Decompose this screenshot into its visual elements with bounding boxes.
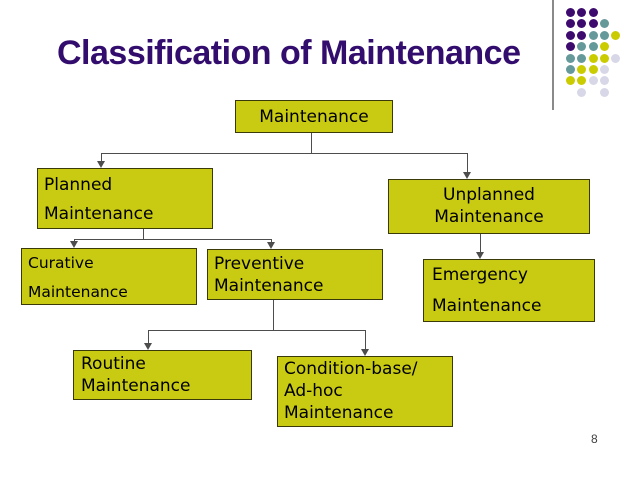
- node-preventive-maintenance: Preventive Maintenance: [207, 249, 383, 300]
- node-label: Emergency: [432, 265, 528, 285]
- decorative-dot: [566, 64, 575, 74]
- decorative-dot: [599, 19, 609, 29]
- node-label: Maintenance: [44, 204, 154, 224]
- decorative-dot: [577, 87, 587, 97]
- node-maintenance: Maintenance: [235, 100, 393, 133]
- separator-line: [552, 0, 554, 110]
- node-label: Planned: [44, 175, 113, 195]
- decorative-dot: [599, 76, 609, 86]
- connector-line: [74, 239, 272, 241]
- node-label: Maintenance: [81, 376, 191, 396]
- node-label: Routine: [81, 354, 146, 374]
- decorative-dot: [599, 87, 609, 97]
- connector-line: [467, 153, 469, 173]
- decorative-dot: [588, 64, 598, 74]
- connector-arrowhead: [476, 252, 484, 259]
- slide-title: Classification of Maintenance: [57, 34, 521, 72]
- connector-arrowhead: [144, 343, 152, 350]
- decorative-dot: [566, 8, 575, 17]
- connector-line: [311, 133, 313, 154]
- decorative-dot: [577, 42, 587, 52]
- decorative-dot: [611, 53, 621, 63]
- connector-line: [101, 153, 468, 155]
- dots-grid: [566, 8, 622, 99]
- decorative-dot: [577, 8, 587, 17]
- decorative-dot: [566, 76, 575, 86]
- decorative-dot: [599, 64, 609, 74]
- node-planned-maintenance: Planned Maintenance: [37, 168, 213, 229]
- connector-line: [365, 330, 367, 349]
- decorative-dot: [577, 76, 587, 86]
- node-emergency-maintenance: Emergency Maintenance: [423, 259, 595, 322]
- connector-line: [148, 330, 366, 332]
- decorative-dot: [577, 64, 587, 74]
- node-label: Maintenance: [214, 276, 324, 296]
- node-label: Curative: [28, 254, 94, 272]
- node-label: Preventive: [214, 254, 305, 274]
- connector-arrowhead: [70, 241, 78, 248]
- node-label: Maintenance: [434, 207, 544, 227]
- connector-line: [143, 229, 145, 240]
- connector-line: [148, 330, 150, 344]
- decorative-dot: [588, 30, 598, 40]
- node-label: Maintenance: [284, 403, 394, 423]
- connector-line: [273, 299, 275, 331]
- connector-arrowhead: [361, 349, 369, 356]
- node-label: Ad-hoc: [284, 381, 343, 401]
- decorative-dot: [588, 76, 598, 86]
- decorative-dot: [566, 30, 575, 40]
- node-label: Maintenance: [432, 296, 542, 316]
- connector-line: [101, 153, 103, 162]
- connector-line: [480, 234, 482, 252]
- decorative-dot: [577, 19, 587, 29]
- node-routine-maintenance: Routine Maintenance: [73, 350, 252, 400]
- node-label: Unplanned: [443, 185, 535, 205]
- node-label: Maintenance: [259, 106, 369, 127]
- decorative-dot: [577, 30, 587, 40]
- decorative-dot: [611, 30, 621, 40]
- decorative-dot: [588, 19, 598, 29]
- connector-arrowhead: [463, 172, 471, 179]
- connector-arrowhead: [267, 242, 275, 249]
- decorative-dot: [577, 53, 587, 63]
- decorative-dot: [588, 53, 598, 63]
- node-condition-base-ad-hoc-maintenance: Condition-base/ Ad-hoc Maintenance: [277, 356, 453, 427]
- node-unplanned-maintenance: Unplanned Maintenance: [388, 179, 590, 234]
- decorative-dot: [599, 30, 609, 40]
- decorative-dot: [566, 53, 575, 63]
- node-curative-maintenance: Curative Maintenance: [21, 248, 197, 305]
- page-number: 8: [591, 432, 598, 446]
- decorative-dot: [588, 42, 598, 52]
- decorative-dot: [566, 42, 575, 52]
- connector-line: [271, 239, 273, 243]
- connector-arrowhead: [97, 161, 105, 168]
- decorative-dot: [599, 53, 609, 63]
- node-label: Maintenance: [28, 283, 128, 301]
- node-label: Condition-base/: [284, 359, 418, 379]
- decorative-dot: [588, 8, 598, 17]
- decorative-dot: [599, 42, 609, 52]
- decorative-dot: [566, 19, 575, 29]
